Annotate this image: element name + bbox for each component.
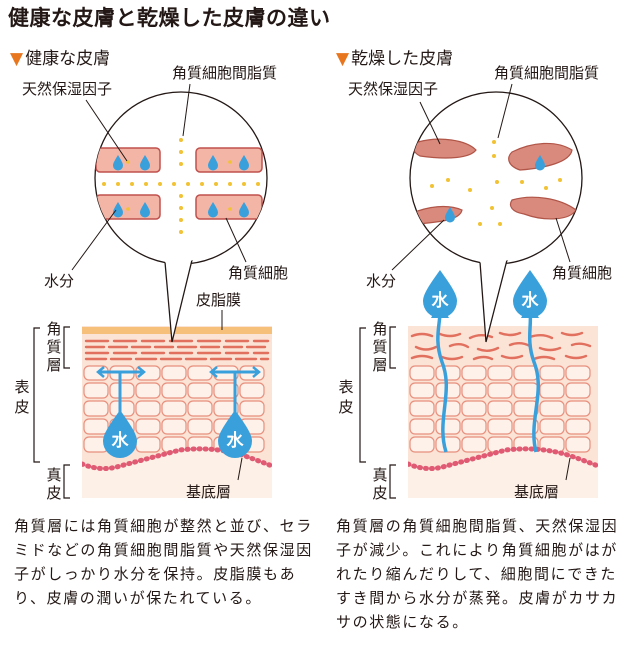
nmf-label: 天然保湿因子 <box>348 80 438 98</box>
left-heading: ▼健康な皮膚 <box>10 44 110 69</box>
water-label: 水分 <box>366 272 396 290</box>
right-description: 角質層の角質細胞間脂質、天然保湿因子が減少。これにより角質細胞がはがれたり縮んだ… <box>336 517 619 631</box>
lipid-dots <box>430 140 562 226</box>
epidermis-label: 表 <box>338 378 353 396</box>
sebum-film <box>82 327 272 334</box>
epidermis-label: 皮 <box>14 398 29 416</box>
right-water-arrows <box>436 311 540 453</box>
page-title: 健康な皮膚と乾燥した皮膚の違い <box>8 6 331 30</box>
lipid-label: 角質細胞間脂質 <box>494 64 599 82</box>
stratum-corneum-label: 角 <box>372 320 387 338</box>
water-mark-label: 水 <box>112 430 130 451</box>
epidermis-label: 表 <box>14 378 29 396</box>
epidermis-cells <box>409 365 591 453</box>
dermis-label: 真 <box>372 466 387 484</box>
water-mark-label: 水 <box>432 290 450 311</box>
stratum-corneum-label: 角 <box>46 320 61 338</box>
basal-layer-label: 基底層 <box>186 483 231 501</box>
right-heading-text: 乾燥した皮膚 <box>351 49 454 69</box>
corneocyte-label: 角質細胞 <box>552 264 612 282</box>
lipid-label: 角質細胞間脂質 <box>172 64 277 82</box>
basal-layer-label: 基底層 <box>514 483 559 501</box>
water-label: 水分 <box>44 272 74 290</box>
heading-marker-icon: ▼ <box>10 49 24 69</box>
left-heading-text: 健康な皮膚 <box>25 49 111 69</box>
right-heading: ▼乾燥した皮膚 <box>336 44 453 69</box>
left-magnifier <box>94 91 268 265</box>
stratum-corneum-label: 質 <box>46 338 61 356</box>
lipid-dots <box>102 138 260 234</box>
water-mark-label: 水 <box>227 430 245 451</box>
left-water-arrows <box>100 370 257 424</box>
dermis-label: 皮 <box>46 484 61 502</box>
dermis-label: 真 <box>46 466 61 484</box>
left-description: 角質層には角質細胞が整然と並び、セラミドなどの角質細胞間脂質や天然保湿因子がしっ… <box>14 517 313 607</box>
stratum-corneum-label: 層 <box>372 356 387 374</box>
basal-layer-line <box>82 446 272 472</box>
right-magnifier <box>409 91 583 265</box>
basal-layer-line <box>408 446 598 472</box>
sebum-film-label: 皮脂膜 <box>196 291 241 309</box>
water-mark-label: 水 <box>522 290 540 311</box>
stratum-corneum-label: 層 <box>46 356 61 374</box>
right-skin-section: 水 水 角 質 層 表 皮 真 皮 基底層 <box>338 64 612 502</box>
dermis-label: 皮 <box>372 484 387 502</box>
corneocyte-label: 角質細胞 <box>228 264 288 282</box>
heading-marker-icon: ▼ <box>336 49 350 69</box>
epidermis-label: 皮 <box>338 398 353 416</box>
stratum-corneum-label: 質 <box>372 338 387 356</box>
left-skin-section: 水 水 角 質 層 表 皮 真 皮 皮脂膜 基底層 <box>14 64 288 502</box>
nmf-label: 天然保湿因子 <box>22 80 112 98</box>
